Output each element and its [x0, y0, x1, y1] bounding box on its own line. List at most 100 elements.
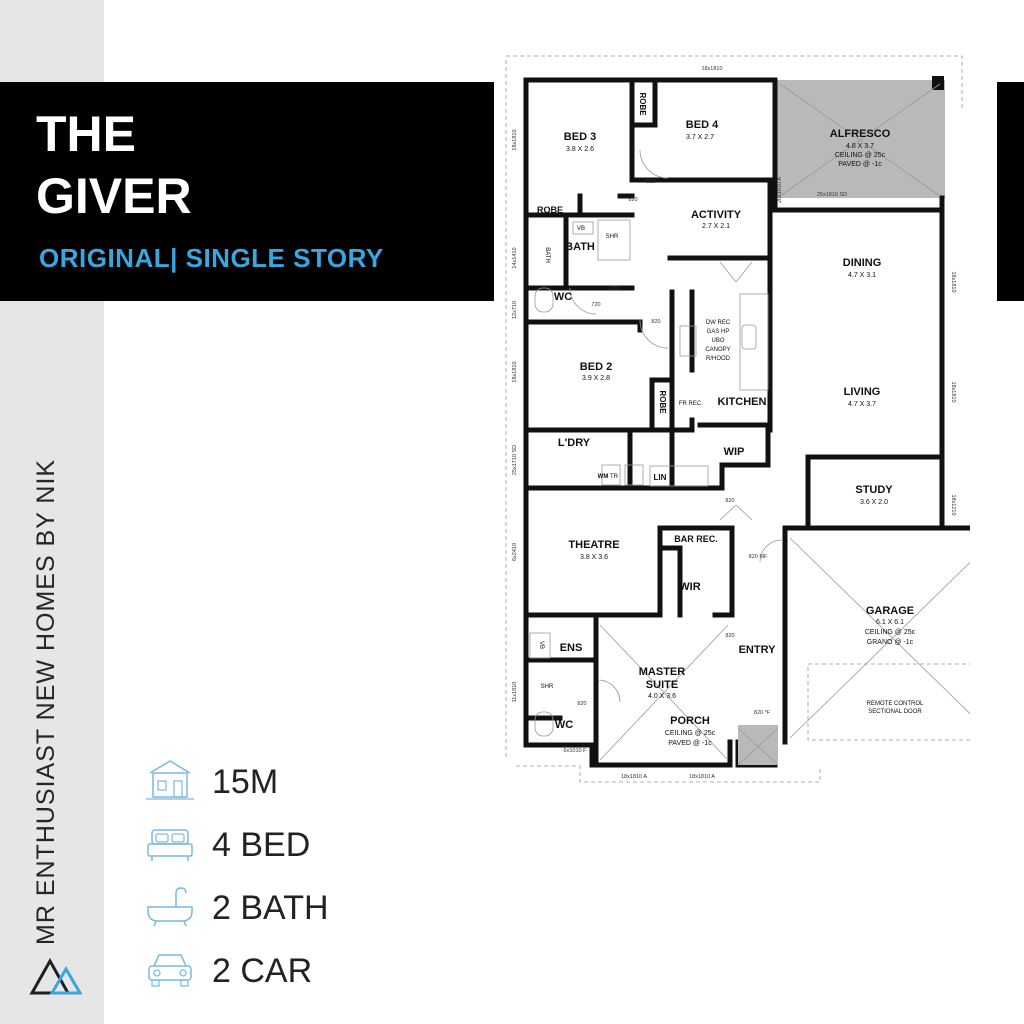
spec-bed-label: 4 BED — [212, 826, 311, 864]
dim-left-5: 25x1710 SD — [512, 445, 518, 475]
size-dining: 4.7 X 3.1 — [848, 272, 876, 279]
room-bath-label: BATH — [544, 247, 550, 263]
bathtub-icon — [147, 887, 193, 927]
room-wc1: WC — [554, 291, 572, 303]
car-icon — [148, 954, 192, 987]
appliance-3: UBO — [711, 338, 724, 344]
note-garage-2: GRANO @ -1c — [867, 639, 914, 646]
room-master-2: SUITE — [646, 679, 678, 691]
dim-bottom-3: 6x1010 F — [564, 748, 588, 754]
room-wip: WIP — [724, 446, 745, 458]
room-alfresco: ALFRESCO — [830, 128, 891, 140]
room-fridge: FR REC — [679, 401, 702, 407]
room-wm: WM — [598, 474, 609, 480]
room-tr: TR — [610, 474, 619, 480]
room-bed3: BED 3 — [564, 131, 596, 143]
size-master: 4.0 X 3.6 — [648, 693, 676, 700]
dim-820d: 820 — [725, 633, 734, 639]
dim-820c: 820 — [651, 319, 660, 325]
floor-plan: BED 3 BED 4 ALFRESCO ACTIVITY BATH DININ… — [505, 55, 970, 783]
appliance-2: GAS HP — [707, 329, 730, 335]
room-lin: LIN — [654, 473, 667, 482]
dim-alfresco-door: 25x1810 SD — [817, 192, 847, 198]
room-ens: ENS — [560, 642, 583, 654]
size-bed4: 3.7 X 2.7 — [686, 134, 714, 141]
dim-720a: 720 — [609, 286, 618, 292]
spec-bath-label: 2 BATH — [212, 889, 329, 927]
dim-left-3: 12x710 — [512, 301, 518, 319]
room-bed4: BED 4 — [686, 119, 719, 131]
room-robe2: ROBE — [638, 92, 647, 116]
dim-alfresco-side: 20x1810 A — [777, 177, 783, 203]
room-garage: GARAGE — [866, 605, 914, 617]
dim-bottom-2: 18x1810 A — [689, 774, 715, 780]
dim-820a: 820 — [646, 179, 655, 185]
dim-820f: 820 MF — [749, 554, 768, 560]
note-alfresco-1: CEILING @ 25c — [835, 152, 886, 159]
brand-vertical-text: MR ENTHUSIAST NEW HOMES BY NIK — [32, 458, 60, 945]
room-shr2: SHR — [541, 684, 554, 690]
room-theatre: THEATRE — [568, 539, 619, 551]
room-bath: BATH — [565, 241, 595, 253]
room-bar: BAR REC. — [674, 534, 718, 544]
room-dining: DINING — [843, 257, 882, 269]
door-note-1: REMOTE CONTROL — [867, 701, 924, 707]
dim-820h: 820 *F — [754, 710, 771, 716]
triangle-logo-icon — [29, 957, 83, 995]
size-bed2: 3.9 X 2.8 — [582, 375, 610, 382]
appliance-4: CANOPY — [705, 347, 730, 353]
dim-left-1: 18x1810 — [512, 129, 518, 150]
room-bed2: BED 2 — [580, 361, 612, 373]
room-activity: ACTIVITY — [691, 209, 742, 221]
room-shr: SHR — [606, 234, 619, 240]
dim-left-6: 6x2410 — [512, 543, 518, 561]
house-frontage-icon — [146, 760, 194, 800]
dim-right-1: 18x1810 — [950, 271, 956, 292]
room-vb: VB — [577, 226, 585, 232]
dim-top: 18x1810 — [701, 66, 722, 72]
room-laundry: L'DRY — [558, 437, 591, 449]
spec-frontage-label: 15M — [212, 763, 279, 801]
door-note-2: SECTIONAL DOOR — [868, 709, 922, 715]
page-title-line-2: GIVER — [36, 168, 192, 224]
dim-right-2: 18x1810 — [950, 381, 956, 402]
dim-bottom-1: 18x1810 A — [621, 774, 647, 780]
note-porch-1: CEILING @ 25c — [665, 730, 716, 737]
dim-820b: 820 — [628, 197, 637, 203]
size-garage: 6.1 X 6.1 — [876, 619, 904, 626]
size-alfresco: 4.8 X 3.7 — [846, 143, 874, 150]
dim-820g: 820 — [725, 498, 734, 504]
room-porch: PORCH — [670, 715, 710, 727]
dim-820e: 820 — [577, 701, 586, 707]
page-title-line-1: THE — [36, 106, 136, 162]
title-band — [0, 82, 494, 301]
dim-left-2: 14x1410 — [512, 247, 518, 268]
bed-icon — [147, 829, 193, 861]
spec-car-label: 2 CAR — [212, 952, 313, 990]
room-wc2: WC — [555, 719, 573, 731]
size-study: 3.6 X 2.0 — [860, 499, 888, 506]
dim-left-7: 11x1810 — [512, 682, 518, 703]
appliance-5: R/HOOD — [706, 356, 731, 362]
room-robe1: ROBE — [537, 205, 563, 215]
page-subtitle: ORIGINAL| SINGLE STORY — [39, 243, 384, 273]
note-garage-1: CEILING @ 25c — [865, 629, 916, 636]
room-kitchen: KITCHEN — [718, 396, 767, 408]
room-entry: ENTRY — [739, 644, 777, 656]
dim-720b: 720 — [591, 302, 600, 308]
size-living: 4.7 X 3.7 — [848, 401, 876, 408]
room-study: STUDY — [855, 484, 893, 496]
room-wir: WIR — [679, 581, 700, 593]
size-bed3: 3.8 X 2.6 — [566, 146, 594, 153]
dim-right-3: 18x1210 — [950, 494, 956, 515]
note-alfresco-2: PAVED @ -1c — [838, 161, 882, 168]
size-activity: 2.7 X 2.1 — [702, 223, 730, 230]
right-accent-band — [997, 82, 1024, 301]
room-robe3: ROBE — [658, 390, 667, 414]
room-master-1: MASTER — [639, 666, 686, 678]
note-porch-2: PAVED @ -1c — [668, 740, 712, 747]
size-theatre: 3.8 X 3.6 — [580, 554, 608, 561]
room-vb2: VB — [538, 641, 544, 649]
dim-left-4: 18x1810 — [512, 361, 518, 382]
appliance-1: DW REC — [706, 320, 731, 326]
